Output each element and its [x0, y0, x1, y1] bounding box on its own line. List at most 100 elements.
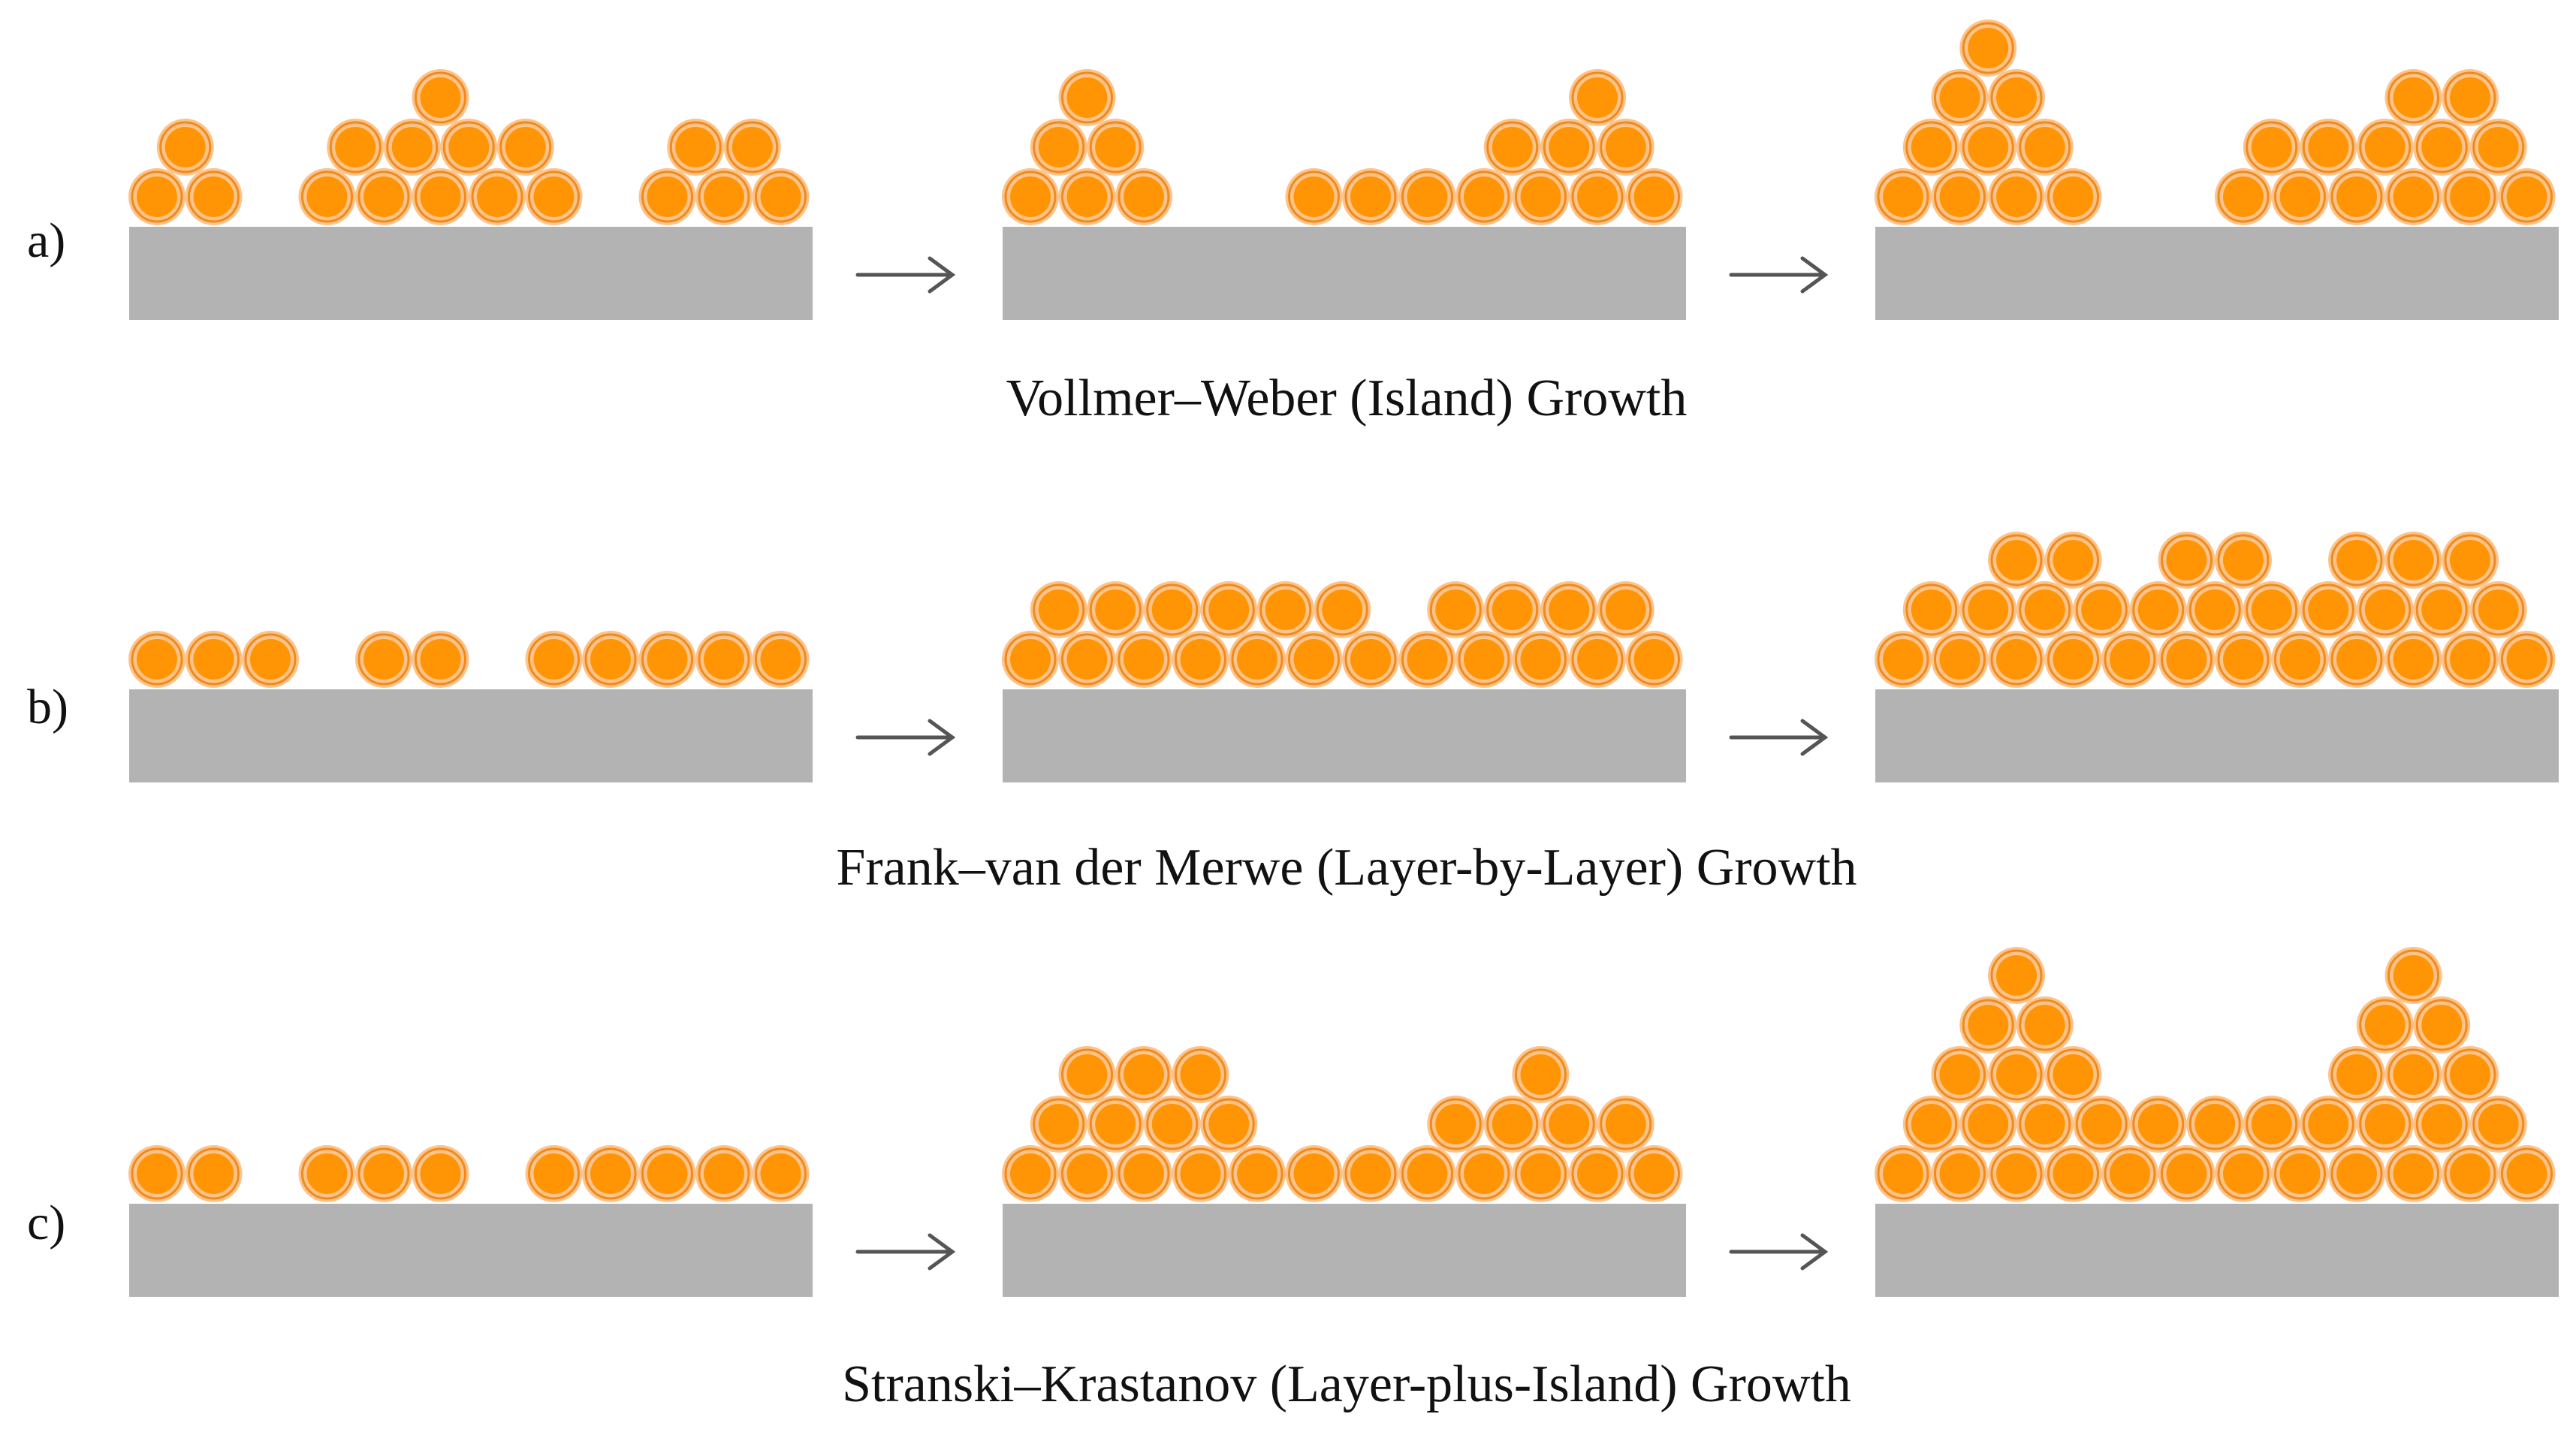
stage-group — [128, 20, 2559, 320]
atom-particle — [2442, 532, 2499, 589]
particle-core — [137, 1153, 177, 1194]
particle-core — [1322, 589, 1363, 630]
particle-core — [2336, 639, 2377, 680]
atom-particle — [412, 69, 469, 126]
particle-core — [1520, 639, 1561, 680]
particle-core — [2336, 1054, 2377, 1095]
atom-particle — [525, 168, 583, 225]
particle-core — [2024, 1104, 2065, 1144]
particle-ring — [2330, 534, 2383, 586]
particle-core — [1435, 1104, 1477, 1144]
substrate — [129, 689, 813, 782]
growth-mode-caption: Vollmer–Weber (Island) Growth — [1006, 369, 1688, 427]
particle-ring — [1990, 170, 2043, 223]
atom-particle — [1342, 631, 1399, 688]
particle-ring — [1316, 583, 1368, 636]
atom-particle — [2271, 1145, 2329, 1202]
particle-ring — [2359, 121, 2412, 173]
row-layer-plus-island-growth: c) Stranski–Krastanov (Layer-plus-Island… — [27, 947, 2559, 1413]
particle-ring — [1458, 633, 1510, 686]
atom-particle — [1875, 1145, 1932, 1202]
atom-particle — [752, 168, 810, 225]
particle-core — [2393, 1054, 2434, 1095]
atom-particle — [1229, 631, 1286, 688]
particle-ring — [131, 170, 183, 223]
particle-core — [2110, 1153, 2150, 1194]
atom-particle — [2498, 1145, 2556, 1202]
atom-particle — [1569, 69, 1626, 126]
atom-particle — [2101, 1145, 2158, 1202]
particle-core — [2336, 1153, 2377, 1194]
particle-ring — [415, 71, 466, 124]
atom-particle — [2413, 996, 2471, 1054]
particle-ring — [2501, 1147, 2553, 1200]
particle-core — [505, 127, 546, 167]
particle-ring — [1033, 1098, 1085, 1150]
particle-core — [1633, 639, 1675, 680]
particle-core — [647, 1153, 688, 1194]
atom-particle — [1200, 1096, 1258, 1153]
atom-particle — [2356, 996, 2414, 1054]
particle-ring — [2444, 534, 2496, 586]
particle-core — [2450, 1054, 2490, 1095]
particle-ring — [2415, 583, 2468, 636]
particle-ring — [2104, 1147, 2156, 1200]
particle-core — [1124, 1054, 1164, 1095]
right-arrow-icon — [855, 719, 956, 756]
atom-particle — [355, 168, 412, 225]
particle-core — [1968, 28, 2009, 68]
atom-particle — [1597, 119, 1654, 176]
particle-ring — [1146, 583, 1199, 636]
atom-particle — [1512, 631, 1570, 688]
substrate — [1875, 1204, 2559, 1297]
particle-ring — [1515, 170, 1567, 223]
particle-ring — [1515, 1147, 1567, 1200]
atom-particle — [1931, 168, 1989, 225]
atom-particle — [2300, 1096, 2357, 1153]
atom-particle — [2215, 631, 2272, 688]
particle-core — [1066, 77, 1108, 118]
particle-core — [2364, 1005, 2406, 1045]
atom-particle — [582, 631, 639, 688]
particle-ring — [357, 1147, 410, 1200]
atom-particle — [1002, 1145, 1059, 1202]
particle-core — [1180, 1153, 1221, 1194]
particle-ring — [188, 633, 240, 686]
particle-core — [2393, 955, 2434, 996]
atom-particle — [2328, 631, 2385, 688]
particle-core — [1883, 176, 1923, 217]
particle-ring — [2246, 121, 2298, 173]
particle-core — [2364, 589, 2406, 630]
row-label: a) — [27, 213, 65, 268]
atom-particle — [1115, 168, 1172, 225]
atom-particle — [2469, 1096, 2527, 1153]
atom-particle — [128, 1145, 186, 1202]
atom-particle — [695, 631, 753, 688]
particle-ring — [1118, 170, 1170, 223]
particle-core — [760, 1153, 801, 1194]
particle-ring — [1934, 1048, 1986, 1101]
atom-particle — [2158, 1145, 2216, 1202]
growth-stage — [1002, 581, 1686, 782]
particle-core — [1492, 127, 1533, 167]
row-layer-by-layer-growth: b) Frank–van der Merwe (Layer-by-Layer) … — [27, 532, 2559, 897]
particle-core — [137, 176, 177, 217]
atom-particle — [1115, 1046, 1172, 1103]
particle-core — [1968, 127, 2009, 167]
particle-core — [1520, 176, 1561, 217]
atom-particle — [298, 1145, 356, 1202]
atom-particle — [185, 1145, 243, 1202]
particle-ring — [357, 170, 410, 223]
particle-core — [1996, 955, 2037, 996]
particle-core — [1605, 127, 1646, 167]
particle-core — [1968, 589, 2009, 630]
particle-ring — [1288, 633, 1340, 686]
atom-particle — [355, 1145, 412, 1202]
particle-core — [1407, 176, 1448, 217]
particle-ring — [1962, 121, 2014, 173]
particle-core — [2223, 1153, 2264, 1194]
atom-particle — [1087, 581, 1145, 638]
atom-particle — [1172, 631, 1229, 688]
particle-core — [2308, 127, 2349, 167]
